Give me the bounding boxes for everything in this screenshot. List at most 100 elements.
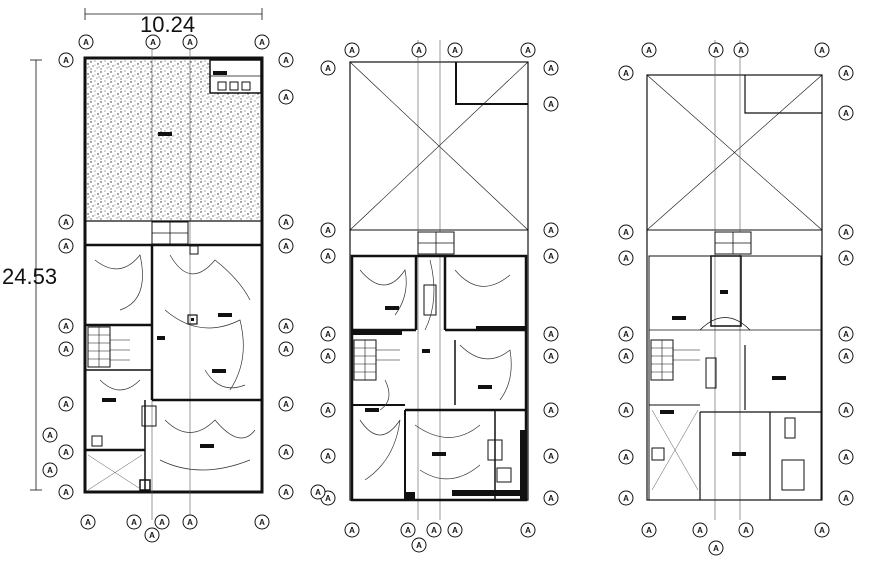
grid-bubble-label: A: [819, 46, 825, 55]
grid-bubble: A: [838, 326, 854, 342]
grid-bubble: A: [126, 514, 142, 530]
grid-bubble: A: [618, 348, 634, 364]
grid-bubble-label: A: [187, 38, 193, 47]
grid-bubble-label: A: [452, 526, 458, 535]
dimension-lines: [30, 8, 263, 491]
grid-bubble: A: [618, 449, 634, 465]
width-dimension-label: 10.24: [140, 12, 195, 37]
grid-bubble-label: A: [349, 46, 355, 55]
grid-bubble: A: [145, 34, 161, 50]
grid-bubble: A: [278, 444, 294, 460]
grid-bubble: A: [738, 522, 754, 538]
grid-bubble-label: A: [843, 494, 849, 503]
grid-bubble: A: [58, 214, 74, 230]
grid-bubble-label: A: [623, 228, 629, 237]
grid-bubble-label: A: [325, 252, 331, 261]
grid-bubble-label: A: [259, 518, 265, 527]
grid-bubble-label: A: [63, 322, 69, 331]
grid-bubble-label: A: [63, 218, 69, 227]
grid-bubble: A: [42, 427, 58, 443]
grid-bubble-label: A: [713, 544, 719, 553]
grid-bubble: A: [278, 341, 294, 357]
grid-bubble: A: [278, 396, 294, 412]
grid-bubble-label: A: [325, 64, 331, 73]
grid-bubble: A: [447, 522, 463, 538]
grid-bubble-label: A: [47, 466, 53, 475]
grid-bubble-label: A: [623, 352, 629, 361]
grid-bubble: A: [320, 60, 336, 76]
grid-bubble: A: [692, 522, 708, 538]
plan-3-outline: [646, 74, 823, 501]
grid-bubble: A: [618, 65, 634, 81]
grid-bubble: A: [400, 522, 416, 538]
grid-bubble-label: A: [325, 494, 331, 503]
grid-bubble: A: [520, 522, 536, 538]
grid-bubble: A: [278, 484, 294, 500]
grid-bubble: A: [58, 396, 74, 412]
grid-bubble-label: A: [623, 406, 629, 415]
grid-bubble: A: [411, 42, 427, 58]
grid-bubble-label: A: [405, 526, 411, 535]
grid-bubble-label: A: [283, 93, 289, 102]
grid-bubble-label: A: [525, 46, 531, 55]
grid-bubble-label: A: [85, 518, 91, 527]
grid-bubble-label: A: [646, 46, 652, 55]
grid-bubble-label: A: [843, 109, 849, 118]
grid-bubble-label: A: [548, 252, 554, 261]
grid-bubble-label: A: [623, 494, 629, 503]
grid-bubble: A: [310, 484, 326, 500]
grid-bubble: A: [320, 402, 336, 418]
grid-bubble-label: A: [548, 100, 554, 109]
grid-bubble-label: A: [259, 38, 265, 47]
grid-bubble: A: [278, 52, 294, 68]
grid-bubble-label: A: [548, 452, 554, 461]
grid-bubble-label: A: [47, 431, 53, 440]
grid-bubble: A: [618, 402, 634, 418]
grid-bubble-label: A: [63, 242, 69, 251]
grid-bubble: A: [543, 402, 559, 418]
grid-bubble-label: A: [697, 526, 703, 535]
grid-bubble-label: A: [83, 38, 89, 47]
grid-bubble: A: [78, 34, 94, 50]
grid-bubble: A: [58, 238, 74, 254]
grid-bubble-label: A: [548, 330, 554, 339]
grid-bubble: A: [618, 490, 634, 506]
grid-bubble: A: [520, 42, 536, 58]
grid-bubble: A: [543, 60, 559, 76]
grid-bubble-label: A: [283, 400, 289, 409]
grid-bubble-label: A: [325, 352, 331, 361]
grid-bubble-label: A: [325, 452, 331, 461]
grid-bubble: A: [543, 96, 559, 112]
grid-bubble-label: A: [283, 56, 289, 65]
grid-bubble-label: A: [187, 518, 193, 527]
grid-bubble-label: A: [843, 69, 849, 78]
grid-bubble-label: A: [713, 46, 719, 55]
grid-bubble: A: [641, 42, 657, 58]
grid-bubble: A: [543, 490, 559, 506]
grid-bubble-label: A: [325, 226, 331, 235]
grid-bubble-label: A: [131, 518, 137, 527]
grid-bubble: A: [320, 222, 336, 238]
grid-bubble: A: [733, 42, 749, 58]
grid-bubble: A: [58, 318, 74, 334]
grid-bubble: A: [254, 34, 270, 50]
grid-bubble: A: [320, 348, 336, 364]
grid-bubble: A: [144, 527, 160, 543]
grid-bubble-label: A: [843, 330, 849, 339]
plan-1-outer-wall: [83, 56, 264, 494]
grid-bubble: A: [154, 514, 170, 530]
grid-bubble-label: A: [149, 531, 155, 540]
grid-bubble-label: A: [63, 56, 69, 65]
grid-bubble: A: [838, 490, 854, 506]
grid-bubble-label: A: [548, 64, 554, 73]
grid-bubble: A: [618, 224, 634, 240]
grid-bubble: A: [254, 514, 270, 530]
grid-bubble: A: [426, 522, 442, 538]
grid-bubble: A: [543, 248, 559, 264]
grid-bubble: A: [320, 448, 336, 464]
grid-bubble: A: [344, 42, 360, 58]
plan-2-first-floor: [349, 40, 529, 520]
grid-bubble-label: A: [283, 218, 289, 227]
grid-bubble: A: [58, 52, 74, 68]
